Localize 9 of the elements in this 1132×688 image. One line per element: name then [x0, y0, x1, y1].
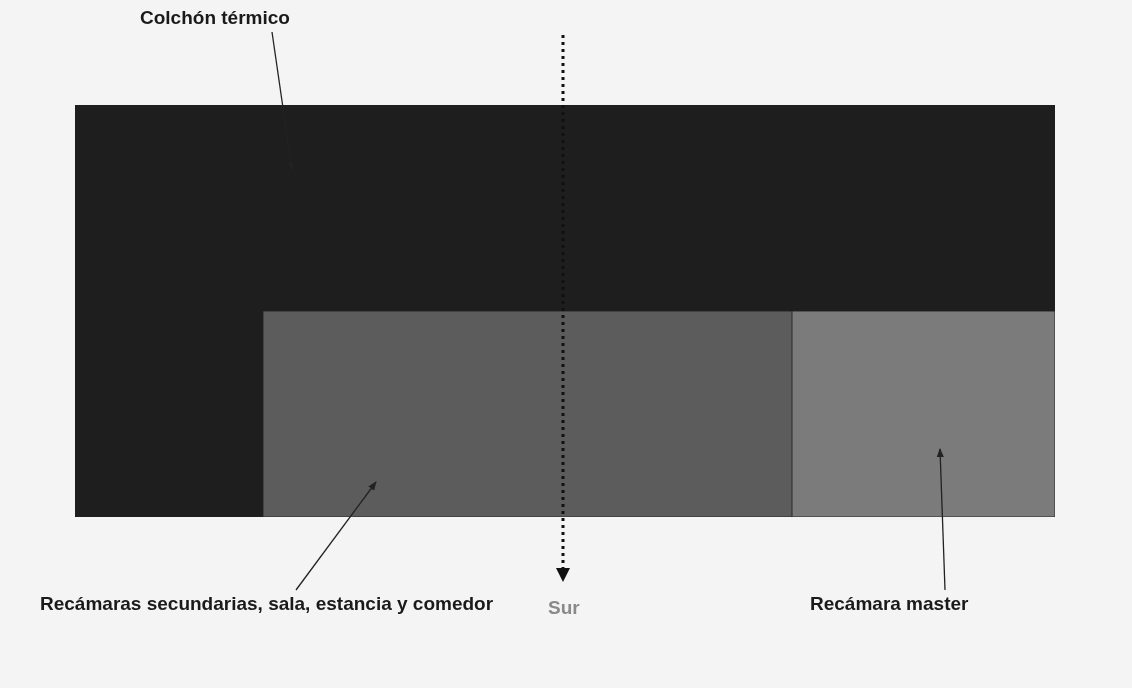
direction-label: Sur: [548, 596, 580, 620]
callout-label: Recámara master: [810, 592, 970, 616]
l-shaped-region: [75, 105, 1055, 517]
floor-region: [263, 311, 792, 517]
callout-label: Colchón térmico: [140, 6, 291, 30]
leader-line: [295, 481, 377, 591]
floor-region: [792, 311, 1055, 517]
callout-label: Recámaras secundarias, sala, estancia y comedor: [40, 592, 495, 616]
leader-line: [936, 448, 946, 591]
